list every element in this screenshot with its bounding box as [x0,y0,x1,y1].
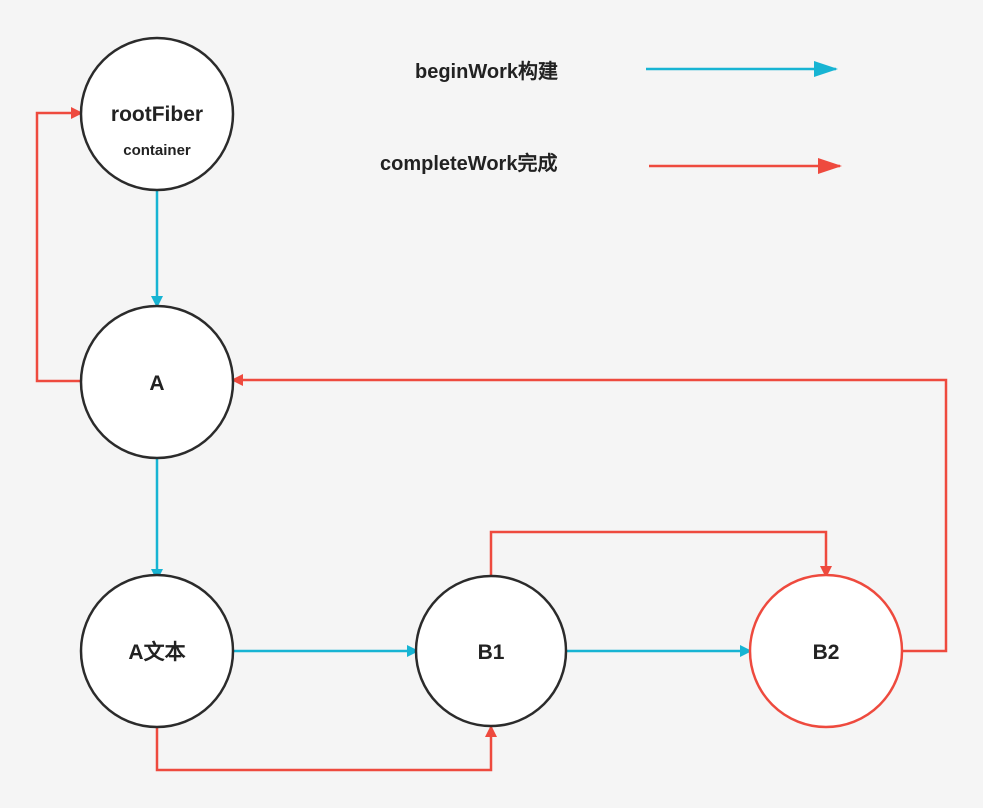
node-b2-label: B2 [813,641,840,664]
node-rootfiber-title: rootFiber [111,103,203,126]
edge-a-complete-to-root [35,107,83,383]
node-rootfiber-subtitle: container [123,142,191,159]
node-a-text-label: A文本 [128,640,185,664]
node-a-label: A [149,372,164,395]
node-b1: B1 [414,574,568,728]
node-b1-label: B1 [478,641,505,664]
node-b2: B2 [748,573,904,729]
legend-begin-label: beginWork构建 [415,59,558,83]
legend-complete-label: completeWork完成 [380,151,557,175]
node-a-text: A文本 [79,573,235,729]
edge-b1-complete-to-b2 [489,530,832,578]
node-a: A [79,304,235,460]
edge-atext-complete-to-b1 [155,725,497,772]
edge-b2-complete-to-a [231,374,948,653]
node-rootfiber: rootFiber container [79,36,235,192]
